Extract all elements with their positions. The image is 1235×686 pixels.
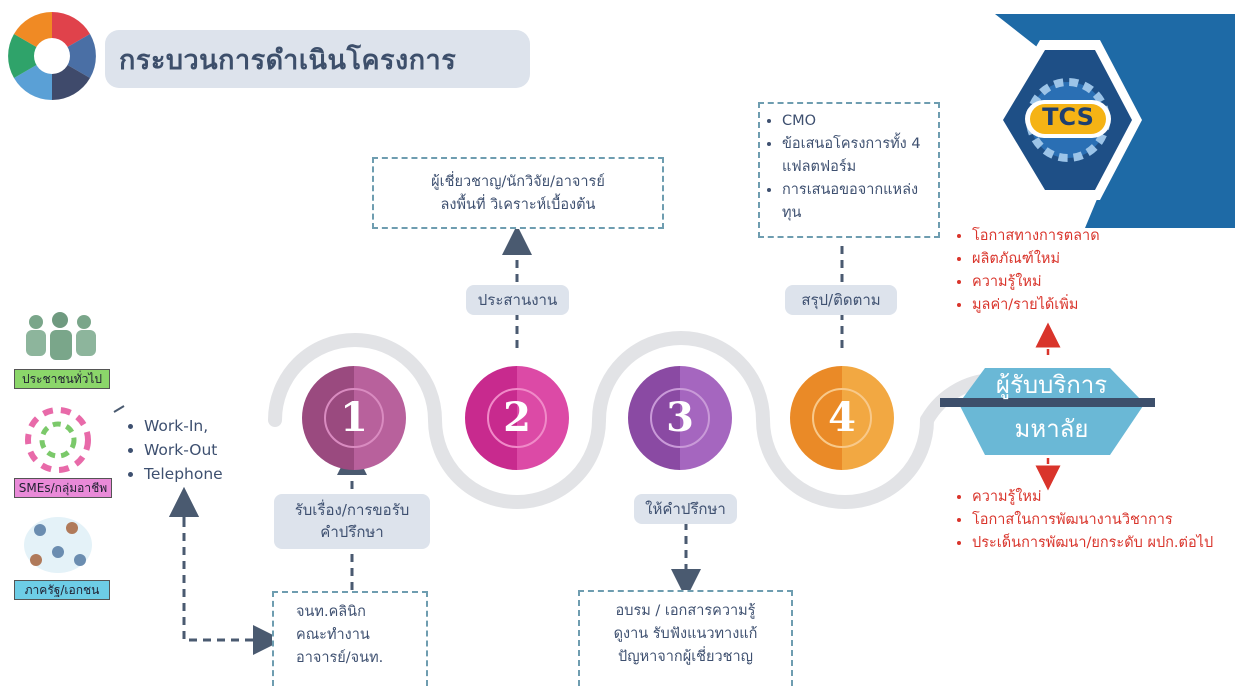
arrow-channels-to-clinic (182, 505, 283, 655)
customer-label-sme: SMEs/กลุ่มอาชีพ (14, 478, 112, 498)
channel-item: Work-Out (144, 438, 223, 462)
step-1-label: รับเรื่อง/การขอรับ คำปรึกษา (274, 494, 430, 549)
benefit-item: ผลิตภัณฑ์ใหม่ (972, 248, 1100, 271)
summary-item: ข้อเสนอโครงการทั้ง 4 แฟลตฟอร์ม (782, 133, 930, 179)
benefit-item: โอกาสในการพัฒนางานวิชาการ (972, 509, 1222, 532)
customer-benefits-list: โอกาสทางการตลาด ผลิตภัณฑ์ใหม่ ความรู้ใหม… (952, 225, 1100, 317)
step-3-label: ให้คำปรึกษา (634, 494, 737, 524)
training-box: อบรม / เอกสารความรู้ ดูงาน รับฟังแนวทางแ… (578, 590, 793, 686)
tcs-logo-text: TCS (1042, 103, 1094, 131)
public-people-icon (26, 312, 96, 360)
step-3-number: 3 (666, 394, 694, 441)
benefit-item: ประเด็นการพัฒนา/ยกระดับ ผปก.ต่อไป (972, 532, 1222, 555)
clinic-box: จนท.คลินิก คณะทำงาน อาจารย์/จนท. (272, 591, 428, 686)
tcs-logo-panel (993, 14, 1235, 228)
step-2-number: 2 (503, 394, 531, 441)
network-people-icon (24, 517, 92, 573)
page-title: กระบวนการดำเนินโครงการ (119, 44, 457, 76)
channel-item: Telephone (144, 462, 223, 486)
step-2-label: ประสานงาน (466, 285, 569, 315)
hex-bottom-label: มหาลัย (1014, 415, 1089, 443)
channel-item: Work-In, (144, 414, 223, 438)
emblem-icon (8, 12, 96, 100)
benefit-item: ความรู้ใหม่ (972, 271, 1100, 294)
step-4-circle: 4 (790, 366, 894, 470)
university-benefits-list: ความรู้ใหม่ โอกาสในการพัฒนางานวิชาการ ปร… (952, 486, 1222, 555)
customer-label-gov: ภาครัฐ/เอกชน (14, 580, 110, 600)
summary-box: CMO ข้อเสนอโครงการทั้ง 4 แฟลตฟอร์ม การเส… (758, 102, 940, 238)
page-title-pill: กระบวนการดำเนินโครงการ (105, 30, 530, 88)
step-1-number: 1 (340, 394, 368, 441)
customer-label-public: ประชาชนทั่วไป (14, 369, 110, 389)
channels-list: Work-In, Work-Out Telephone (124, 414, 223, 486)
step-2-circle: 2 (465, 366, 569, 470)
summary-item: CMO (782, 110, 930, 133)
expert-box: ผู้เชี่ยวชาญ/นักวิจัย/อาจารย์ ลงพื้นที่ … (372, 157, 664, 229)
benefit-item: ความรู้ใหม่ (972, 486, 1222, 509)
sme-people-icon (25, 407, 91, 473)
benefit-item: มูลค่า/รายได้เพิ่ม (972, 294, 1100, 317)
step-1-circle: 1 (302, 366, 406, 470)
hex-top-label: ผู้รับบริการ (995, 371, 1108, 399)
summary-item: การเสนอขอจากแหล่งทุน (782, 179, 930, 225)
step-4-number: 4 (828, 394, 856, 441)
step-4-label: สรุป/ติดตาม (785, 285, 897, 315)
service-hexagon (940, 368, 1155, 455)
step-3-circle: 3 (628, 366, 732, 470)
benefit-item: โอกาสทางการตลาด (972, 225, 1100, 248)
